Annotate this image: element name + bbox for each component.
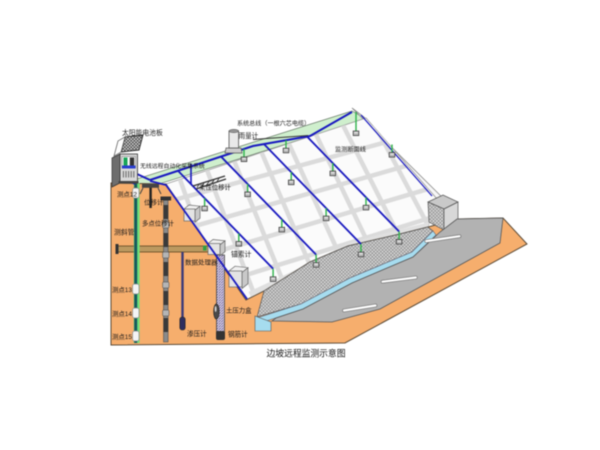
svg-text:系统总线（一根六芯电缆）: 系统总线（一根六芯电缆） <box>237 120 310 128</box>
svg-text:锚索计: 锚索计 <box>231 250 252 259</box>
svg-text:柔性位移计: 柔性位移计 <box>199 183 232 192</box>
svg-text:多点位移计: 多点位移计 <box>142 219 175 228</box>
svg-text:测斜管: 测斜管 <box>114 228 135 237</box>
svg-text:边坡远程监测示意图: 边坡远程监测示意图 <box>267 348 346 359</box>
svg-text:雨量计: 雨量计 <box>239 131 259 140</box>
svg-text:测点15: 测点15 <box>112 333 132 341</box>
svg-text:监测断面线: 监测断面线 <box>335 146 366 154</box>
svg-text:位移计: 位移计 <box>144 198 164 207</box>
svg-text:测点12: 测点12 <box>117 191 137 199</box>
svg-text:测点13: 测点13 <box>112 286 132 294</box>
svg-text:渗压计: 渗压计 <box>187 329 207 338</box>
svg-text:钢筋计: 钢筋计 <box>228 330 248 339</box>
svg-text:数据处理器: 数据处理器 <box>185 258 218 267</box>
svg-text:太阳能电池板: 太阳能电池板 <box>122 128 163 137</box>
svg-text:测点14: 测点14 <box>112 310 132 318</box>
svg-text:无线远程自动化采集系统: 无线远程自动化采集系统 <box>140 162 205 170</box>
svg-text:土压力盒: 土压力盒 <box>226 306 252 315</box>
